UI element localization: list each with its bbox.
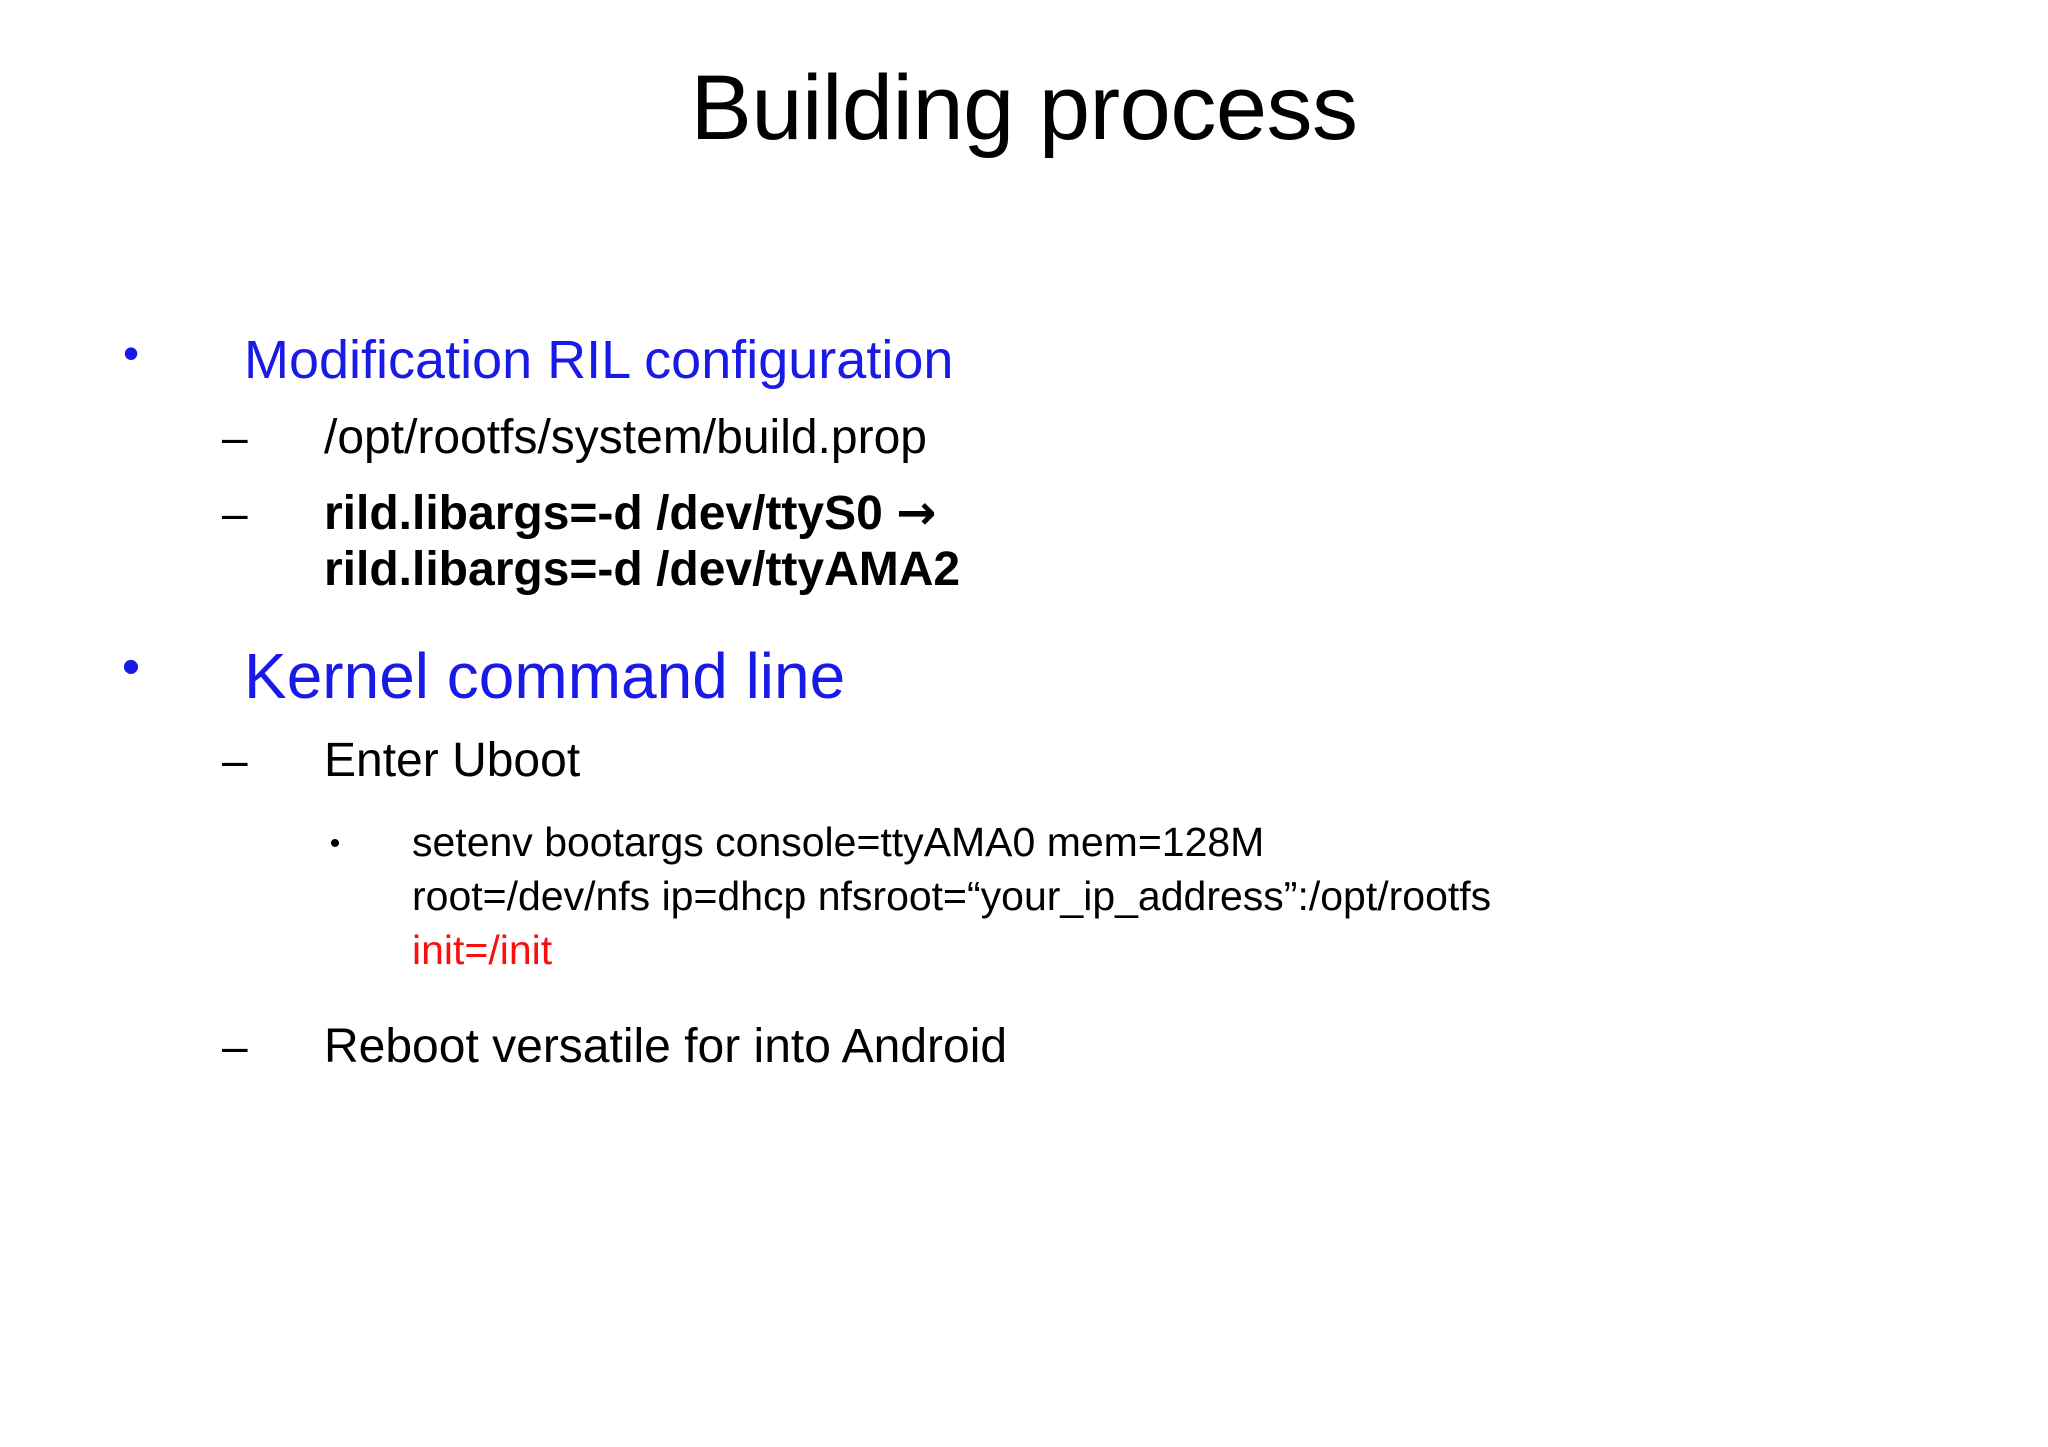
bootargs-line-3-init: init=/init — [412, 927, 553, 974]
sub-sub-bullet-item-setenv-bootargs: • setenv bootargs console=ttyAMA0 mem=12… — [0, 815, 2048, 977]
sub-sub-bullet-label-setenv-bootargs: setenv bootargs console=ttyAMA0 mem=128M… — [412, 815, 1491, 977]
sub-bullet-item-enter-uboot: – Enter Uboot — [0, 733, 2048, 789]
bootargs-line-1: setenv bootargs console=ttyAMA0 mem=128M — [412, 818, 1265, 865]
bullet-dash-icon: – — [222, 411, 248, 464]
bullet-item-modification-ril: • Modification RIL configuration — [0, 330, 2048, 390]
bullet-dot-icon: • — [329, 826, 341, 860]
bullet-label-kernel-command-line: Kernel command line — [244, 640, 846, 713]
slide-body: • Modification RIL configuration – /opt/… — [0, 330, 2048, 1075]
rild-libargs-line-1: rild.libargs=-d /dev/ttyS0 → — [324, 485, 960, 542]
sub-bullet-label-build-prop: /opt/rootfs/system/build.prop — [324, 411, 927, 465]
bullet-item-kernel-command-line: • Kernel command line — [0, 641, 2048, 713]
rild-libargs-target: rild.libargs=-d /dev/ttyAMA2 — [324, 542, 961, 596]
bullet-dot-icon: • — [122, 327, 140, 379]
sub-bullet-item-build-prop: – /opt/rootfs/system/build.prop — [0, 410, 2048, 466]
sub-bullet-item-rild-libargs: – rild.libargs=-d /dev/ttyS0 → rild.liba… — [0, 485, 2048, 597]
sub-bullet-label-rild-libargs: rild.libargs=-d /dev/ttyS0 → rild.libarg… — [324, 485, 961, 597]
sub-bullet-item-reboot-versatile: – Reboot versatile for into Android — [0, 1019, 2048, 1075]
bullet-dash-icon: – — [222, 734, 248, 787]
rild-libargs-source: rild.libargs=-d /dev/ttyS0 — [324, 487, 883, 541]
bullet-dash-icon: – — [222, 1020, 248, 1073]
bullet-label-modification-ril: Modification RIL configuration — [244, 330, 954, 390]
sub-bullet-label-enter-uboot: Enter Uboot — [324, 734, 581, 788]
right-arrow-icon: → — [896, 485, 937, 542]
bullet-dash-icon: – — [222, 487, 248, 540]
bootargs-line-2: root=/dev/nfs ip=dhcp nfsroot=“your_ip_a… — [412, 872, 1492, 919]
bullet-dot-icon: • — [121, 638, 141, 697]
sub-bullet-label-reboot-versatile: Reboot versatile for into Android — [324, 1020, 1008, 1074]
page-title: Building process — [690, 57, 1358, 159]
